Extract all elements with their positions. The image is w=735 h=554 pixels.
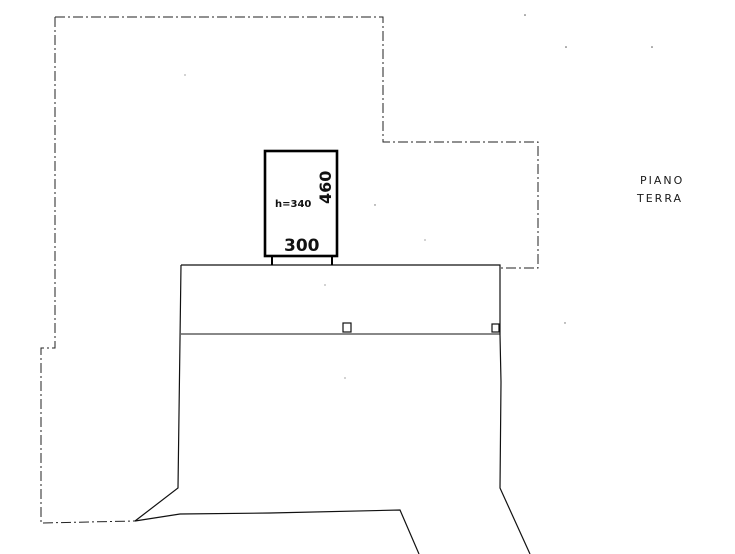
scan-speck (424, 239, 426, 241)
room-depth-dimension: 460 (316, 171, 335, 204)
annex-room: h=340 300 460 (263, 149, 339, 265)
scan-speck (565, 46, 567, 48)
marker-square-right (491, 323, 500, 333)
scan-speck (324, 284, 326, 286)
scan-speck (524, 14, 526, 16)
scan-speck (651, 46, 653, 48)
room-width-dimension: 300 (284, 236, 320, 256)
property-boundary (40, 16, 539, 524)
scan-speck (184, 74, 186, 76)
marker-square-left (342, 322, 352, 333)
floor-label-line2: TERRA (636, 192, 683, 205)
building-outline (134, 264, 531, 554)
scan-speck (564, 322, 566, 324)
floor-label-line1: PIANO (640, 174, 684, 187)
scan-speck (374, 204, 376, 206)
scan-speck (344, 377, 346, 379)
room-height-note: h=340 (275, 199, 311, 210)
annex-room-outline (263, 149, 339, 258)
